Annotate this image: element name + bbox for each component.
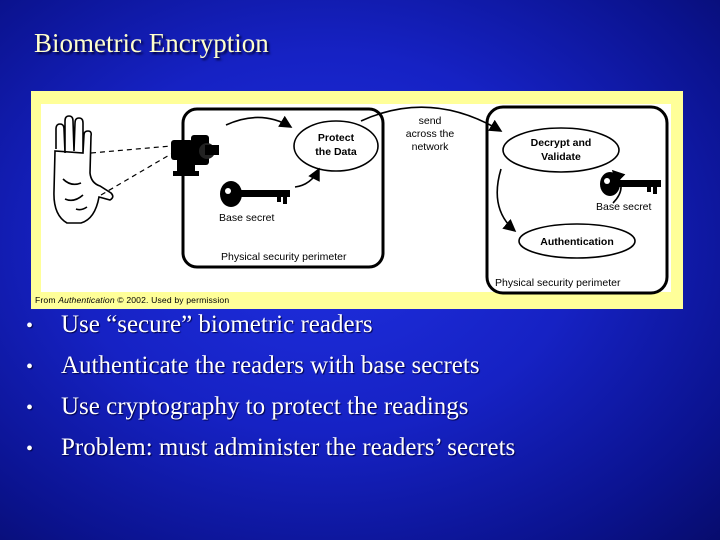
decrypt-validate-node [502, 127, 620, 173]
left-perimeter-box [181, 107, 385, 269]
credit-prefix: From [35, 295, 59, 305]
slide-title: Biometric Encryption [34, 28, 269, 58]
bullet-marker: • [26, 438, 34, 460]
bullet-marker: • [26, 397, 34, 419]
camera-icon [171, 135, 219, 176]
figure-credit: From Authentication © 2002. Used by perm… [35, 295, 229, 305]
right-key-icon [600, 172, 661, 196]
bullet-text: Use “secure” biometric readers [61, 311, 373, 338]
send-label-line3: network [412, 141, 450, 153]
bullet-list: • Use “secure” biometric readers • Authent… [26, 311, 515, 475]
credit-suffix: © 2002. Used by permission [114, 295, 230, 305]
arrow-key-to-protect [294, 167, 320, 188]
left-base-secret-label: Base secret [219, 212, 275, 224]
authentication-label: Authentication [540, 236, 614, 248]
bullet-item: • Authenticate the readers with base secr… [26, 352, 515, 393]
left-key-icon [220, 181, 290, 207]
scan-beam [90, 145, 172, 196]
left-perimeter-label: Physical security perimeter [221, 251, 347, 263]
arrow-decrypt-to-auth [496, 168, 517, 233]
credit-source: Authentication [58, 295, 115, 305]
bullet-marker: • [26, 315, 34, 337]
authentication-node [518, 223, 636, 259]
right-perimeter-label: Physical security perimeter [495, 277, 621, 289]
bullet-item: • Use cryptography to protect the reading… [26, 393, 515, 434]
arrow-reader-to-protect [225, 115, 293, 128]
diagram-svg: Protect the Data Base secret Physical se… [41, 104, 671, 295]
bullet-text: Problem: must administer the readers’ se… [61, 434, 516, 461]
send-label-line2: across the [406, 128, 455, 140]
biometric-encryption-figure: Protect the Data Base secret Physical se… [31, 91, 683, 309]
bullet-item: • Use “secure” biometric readers [26, 311, 515, 352]
bullet-marker: • [26, 356, 34, 378]
protect-label-line2: the Data [315, 146, 357, 158]
decrypt-label-line1: Decrypt and [531, 137, 592, 149]
bullet-item: • Problem: must administer the readers’ s… [26, 434, 515, 475]
arrow-network [360, 106, 503, 132]
decrypt-label-line2: Validate [541, 151, 581, 163]
hand-icon [53, 115, 114, 224]
right-perimeter-box [485, 105, 669, 295]
protect-label-line1: Protect [318, 132, 355, 144]
protect-data-node [293, 120, 379, 172]
send-label-line1: send [419, 115, 442, 127]
right-base-secret-label: Base secret [596, 201, 652, 213]
bullet-text: Authenticate the readers with base secre… [61, 352, 480, 379]
bullet-text: Use cryptography to protect the readings [61, 393, 469, 420]
